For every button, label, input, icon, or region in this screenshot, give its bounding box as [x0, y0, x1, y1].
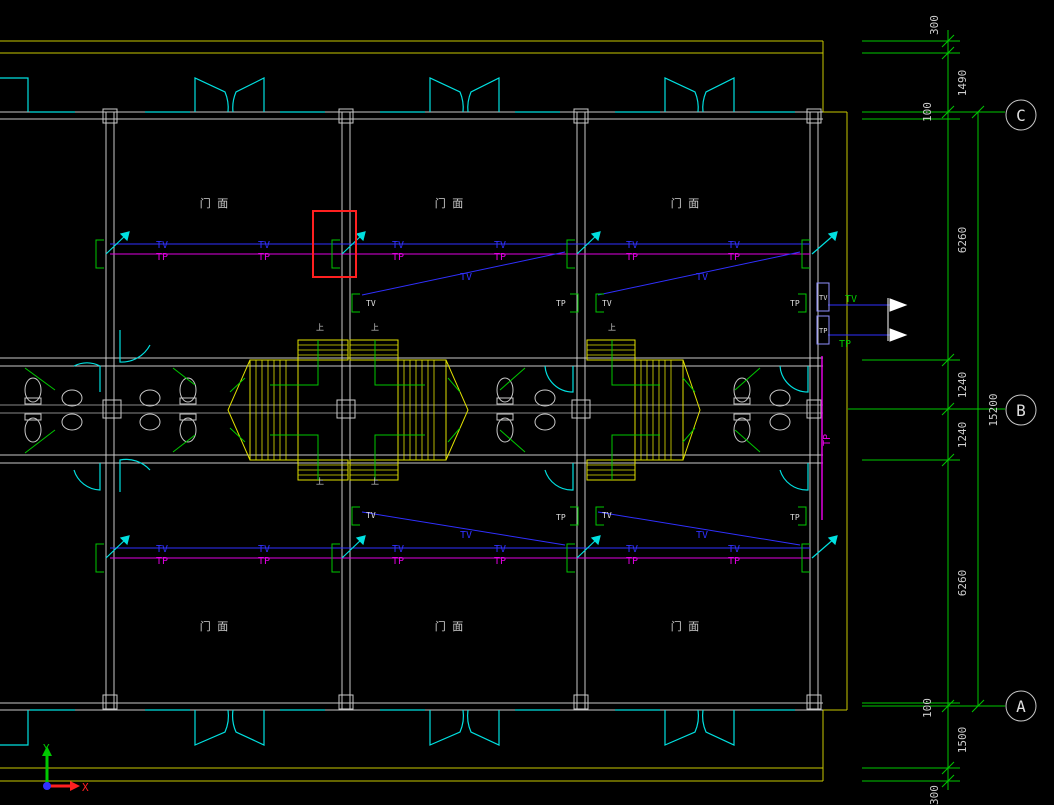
outlets[interactable] — [95, 239, 810, 573]
tp-label: TP — [839, 339, 851, 350]
tv-label: TV — [392, 240, 404, 251]
tv-label: TV — [258, 240, 270, 251]
columns — [102, 108, 822, 710]
dim-1500: 1500 — [956, 727, 969, 754]
tv-label: TV — [696, 272, 708, 283]
tv-label: TV — [156, 240, 168, 251]
tv-label: TV — [626, 240, 638, 251]
doors-bottom — [0, 709, 795, 746]
grid-bubbles — [1005, 99, 1037, 722]
grid-bubble-b — [1005, 394, 1037, 426]
outlet-labels: TV TP TV TV TP TV TP TP — [366, 299, 800, 522]
tp-label: TP — [626, 556, 638, 567]
tp-label: TP — [156, 556, 168, 567]
restroom-fixtures — [24, 377, 791, 443]
tv-label: TV — [626, 544, 638, 555]
dim-total: 15200 — [987, 393, 1000, 426]
tp-label: TP — [494, 556, 506, 567]
dim-1490: 1490 — [956, 70, 969, 97]
doors-top — [0, 77, 795, 113]
dim-top-100: 100 — [921, 102, 934, 122]
dim-top-300: 300 — [928, 15, 941, 35]
dim-1240-upper: 1240 — [956, 372, 969, 399]
tp-label: TP — [822, 434, 833, 446]
outlet-tv-label: TV — [366, 299, 376, 308]
tv-label: TV — [494, 240, 506, 251]
room-label: 门 面 — [200, 619, 229, 633]
stair-label: 上 — [316, 323, 324, 332]
dimension-texts: 300 1490 100 6260 1240 15200 1240 6260 1… — [921, 15, 1000, 805]
tv-label: TV — [728, 544, 740, 555]
stair-treads — [255, 344, 672, 476]
stair-label: 上 — [371, 477, 379, 486]
grid-bubble-c — [1005, 99, 1037, 131]
outlet-arrows — [105, 231, 838, 559]
ucs-x-label: X — [82, 781, 89, 794]
room-labels: 门 面 门 面 门 面 门 面 门 面 门 面 — [200, 196, 700, 633]
grid-label-c: C — [1016, 106, 1026, 125]
tv-label: TV — [728, 240, 740, 251]
room-label: 门 面 — [435, 196, 464, 210]
grid-bubble-a — [1005, 690, 1037, 722]
tv-label: TV — [156, 544, 168, 555]
outlet-tv-label: TV — [602, 299, 612, 308]
tp-label: TP — [258, 252, 270, 263]
outlet-tv-label: TV — [602, 511, 612, 520]
grid-label-b: B — [1016, 401, 1026, 420]
tp-label: TP — [494, 252, 506, 263]
tp-label: TP — [392, 556, 404, 567]
restroom-arrows — [24, 367, 761, 454]
outlet-tp-label: TP — [790, 513, 800, 522]
stair-label: 上 — [316, 477, 324, 486]
room-label: 门 面 — [200, 196, 229, 210]
stair-label: 上 — [371, 323, 379, 332]
dim-bottom-300: 300 — [928, 785, 941, 805]
cable-labels: TV TP TV TP TV TP TV TP TV TP TV TP TV T… — [156, 240, 857, 567]
room-label: 门 面 — [671, 196, 700, 210]
ucs-y-label: Y — [43, 742, 50, 755]
room-label: 门 面 — [671, 619, 700, 633]
tv-label: TV — [696, 530, 708, 541]
tv-label: TV — [392, 544, 404, 555]
tv-label: TV — [494, 544, 506, 555]
grid-label-a: A — [1016, 697, 1026, 716]
dim-1240-lower: 1240 — [956, 422, 969, 449]
outlet-tp-label: TP — [556, 299, 566, 308]
outlet-tv-label: TV — [366, 511, 376, 520]
cable-runs — [110, 243, 890, 559]
entry-symbols — [887, 298, 908, 342]
stair-label: 上 — [608, 323, 616, 332]
tv-label: TV — [460, 272, 472, 283]
doors-corridor — [73, 330, 809, 492]
tp-label: TP — [728, 556, 740, 567]
selection-highlight[interactable] — [312, 210, 357, 278]
tv-label: TV — [258, 544, 270, 555]
tp-label: TP — [156, 252, 168, 263]
box-tv-label: TV — [819, 294, 828, 302]
stair-arrows — [229, 340, 696, 480]
dim-bottom-100: 100 — [921, 698, 934, 718]
tv-label: TV — [460, 530, 472, 541]
dim-6260-upper: 6260 — [956, 227, 969, 254]
box-tp-label: TP — [819, 327, 827, 335]
grid-bubble-labels: C B A — [1016, 106, 1026, 716]
distribution-boxes[interactable]: TV TP — [816, 282, 830, 345]
room-label: 门 面 — [435, 619, 464, 633]
outlet-tp-label: TP — [790, 299, 800, 308]
dimension-lines — [848, 30, 1005, 790]
tp-label: TP — [258, 556, 270, 567]
tp-label: TP — [392, 252, 404, 263]
outlet-tp-label: TP — [556, 513, 566, 522]
ucs-icon: Y X — [42, 742, 89, 794]
dim-6260-lower: 6260 — [956, 570, 969, 597]
building-outline — [0, 40, 848, 782]
tp-label: TP — [728, 252, 740, 263]
tp-label: TP — [626, 252, 638, 263]
tv-label: TV — [845, 294, 857, 305]
stair-up-labels: 上 上 上 上 上 — [316, 323, 616, 486]
